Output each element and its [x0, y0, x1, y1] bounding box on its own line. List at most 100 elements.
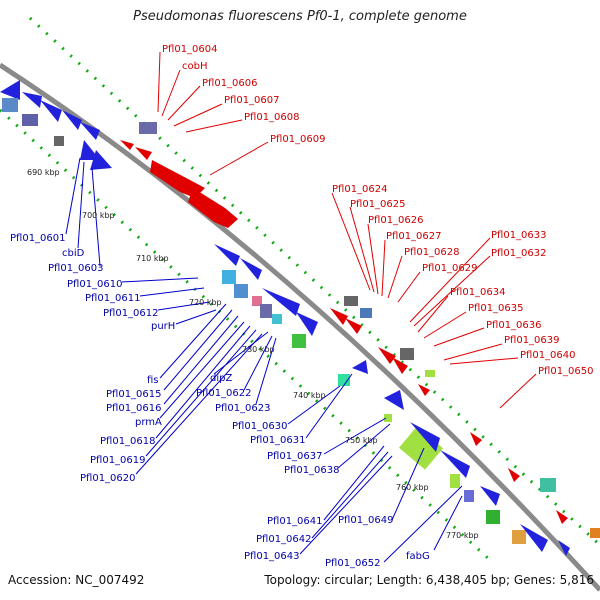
reverse-gene [558, 540, 570, 556]
forward-gene [392, 357, 408, 374]
gene-label: Pfl01_0637 [267, 451, 323, 462]
feature-box [450, 474, 460, 488]
gene-label: Pfl01_0652 [325, 558, 381, 569]
gene-label: Pfl01_0633 [491, 230, 547, 241]
gene-label: Pfl01_0616 [106, 403, 162, 414]
reverse-gene [62, 110, 82, 130]
forward-gene [330, 308, 348, 325]
tick-label: 730 kbp [242, 345, 275, 354]
forward-gene [418, 384, 430, 396]
forward-gene [378, 347, 396, 364]
leader-line [397, 271, 421, 303]
inner-dotted-guide [0, 108, 492, 562]
gene-label: Pfl01_0603 [48, 263, 104, 274]
forward-gene [120, 140, 134, 150]
gene-label: Pfl01_0624 [332, 184, 388, 195]
feature-box [139, 122, 157, 134]
leader-line [383, 485, 463, 563]
feature-box [360, 308, 372, 318]
accession-label: Accession: NC_007492 [8, 573, 145, 587]
feature-box [425, 370, 435, 377]
forward-gene [556, 510, 568, 524]
reverse-gene [384, 390, 404, 410]
tick-label: 720 kbp [189, 298, 222, 307]
map-title: Pseudomonas fluorescens Pf0-1, complete … [133, 9, 467, 24]
leader-line [121, 277, 199, 283]
leader-line [449, 357, 519, 365]
gene-label: Pfl01_0630 [232, 421, 288, 432]
leader-line [209, 141, 269, 176]
gene-label: Pfl01_0619 [90, 455, 146, 466]
leader-line [305, 373, 353, 439]
leader-line [433, 495, 463, 551]
reverse-gene [520, 524, 548, 552]
leader-line [381, 239, 386, 297]
reverse-gene [214, 244, 240, 266]
forward-gene-large [188, 188, 238, 228]
leader-line [499, 373, 537, 409]
feature-box [486, 510, 500, 524]
forward-gene-large [150, 160, 205, 198]
feature-box [590, 528, 600, 538]
gene-label: Pfl01_0627 [386, 231, 442, 242]
leader-line [255, 337, 277, 405]
leader-line [159, 321, 245, 419]
gene-label: Pfl01_0628 [404, 247, 460, 258]
reverse-features [0, 80, 600, 556]
feature-box [338, 374, 350, 386]
leader-line [163, 315, 239, 405]
tick-label: 710 kbp [136, 254, 169, 263]
leader-line [323, 445, 385, 521]
reverse-gene [240, 258, 262, 280]
leader-line [161, 69, 181, 117]
leader-line [243, 335, 273, 391]
gene-label: Pfl01_0634 [450, 287, 506, 298]
leader-line [157, 301, 211, 311]
feature-box [222, 270, 236, 284]
feature-box [54, 136, 64, 146]
gene-label: prmA [135, 417, 162, 428]
gene-label: Pfl01_0625 [350, 199, 406, 210]
leader-line [173, 103, 223, 127]
gene-label: purH [151, 321, 175, 332]
gene-label: Pfl01_0639 [504, 335, 560, 346]
forward-gene-labels: Pfl01_0604 cobH Pfl01_0606 Pfl01_0607 Pf… [162, 44, 594, 377]
leader-line [167, 85, 201, 121]
gene-label: Pfl01_0629 [422, 263, 478, 274]
gene-label: cbiD [62, 248, 85, 259]
feature-box [2, 98, 18, 112]
leader-line [77, 161, 85, 249]
gene-label: Pfl01_0607 [224, 95, 280, 106]
leader-line [417, 295, 449, 333]
tick-label: 690 kbp [27, 168, 60, 177]
gene-label: Pfl01_0632 [491, 248, 547, 259]
gene-label: Pfl01_0622 [196, 388, 252, 399]
leader-line [433, 327, 485, 347]
gene-label: Pfl01_0642 [256, 534, 312, 545]
leader-line [331, 192, 371, 291]
gene-label: Pfl01_0631 [250, 435, 306, 446]
feature-box [464, 490, 474, 502]
reverse-gene [296, 312, 318, 336]
leader-line [391, 447, 425, 521]
reverse-leaders [65, 157, 463, 563]
gene-label: Pfl01_0643 [244, 551, 300, 562]
reverse-gene [90, 150, 112, 170]
leader-line [423, 311, 467, 339]
reverse-gene [440, 450, 470, 478]
feature-box [22, 114, 38, 126]
gene-label: Pfl01_0604 [162, 44, 218, 55]
gene-label: Pfl01_0626 [368, 215, 424, 226]
leader-line [409, 237, 491, 323]
reverse-gene [80, 122, 100, 140]
reverse-gene [22, 92, 42, 108]
leader-line [349, 206, 375, 293]
forward-gene [345, 318, 362, 334]
gene-label: Pfl01_0601 [10, 233, 66, 244]
leader-line [157, 51, 161, 113]
feature-box [234, 284, 248, 298]
forward-gene [470, 432, 482, 446]
gene-label: cobH [182, 61, 207, 72]
leader-line [213, 331, 269, 375]
